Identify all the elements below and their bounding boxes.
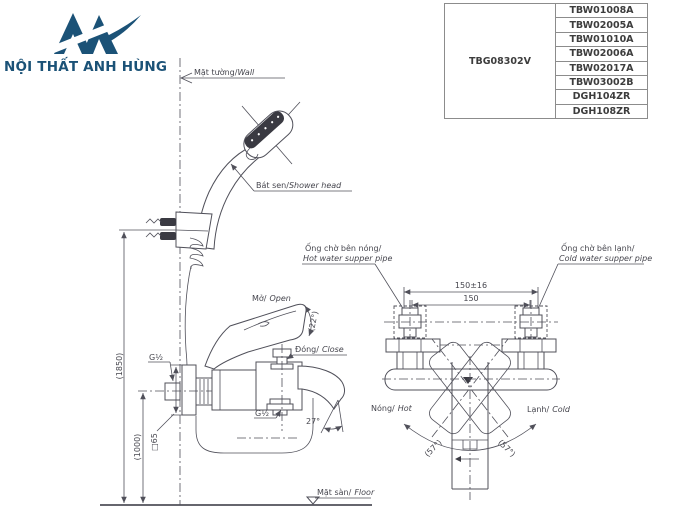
- dimension-1850: (1850): [115, 229, 176, 503]
- shower-hose: [184, 237, 204, 369]
- close-label: Đóng/Close: [286, 344, 347, 360]
- swing-angle-right: (57°): [496, 438, 517, 459]
- hot-pipe-label: Ống chờ bên nóng/Hot water supper pipe: [302, 241, 410, 319]
- svg-text:Ống chờ bên lạnh/Cold water su: Ống chờ bên lạnh/Cold water supper pipe: [559, 241, 652, 263]
- svg-text:G½: G½: [255, 409, 269, 418]
- floor-datum-icon: [305, 496, 321, 505]
- table-row: TBW01010A: [445, 31, 648, 48]
- svg-text:G½: G½: [149, 353, 163, 362]
- wall-union: [164, 382, 181, 401]
- clearance-envelope: [195, 398, 314, 454]
- dimension-plate-65: □65: [150, 364, 196, 451]
- shower-head-face: [244, 111, 285, 149]
- faucet-side-figure: [138, 303, 345, 454]
- hot-label: Nóng/Hot: [371, 403, 413, 413]
- logo-swoosh-icon: [88, 15, 141, 51]
- product-code-cell: TBW02006A: [555, 46, 648, 62]
- spray-angle-label: 27°: [306, 417, 320, 426]
- table-row: TBG08302V TBW01008A: [444, 2, 648, 119]
- product-code-cell: DGH108ZR: [555, 103, 648, 120]
- open-angle-arc: [304, 305, 314, 337]
- svg-text:150: 150: [463, 294, 478, 303]
- dimension-150: 150: [411, 294, 531, 310]
- floor-line: [100, 496, 372, 506]
- swing-arc: [403, 423, 537, 451]
- dimension-1000: (1000): [133, 393, 146, 503]
- floor-label: Mặt sàn/Floor: [315, 488, 375, 499]
- product-code-cell: TBW01010A: [555, 31, 648, 48]
- logo-mark-icon: [47, 13, 141, 55]
- dimension-150-tolerance: 150±16: [403, 281, 539, 308]
- valve-body: [211, 369, 257, 411]
- svg-text:(1000): (1000): [133, 434, 142, 461]
- open-angle-label: (22°): [307, 310, 320, 332]
- lever-handle: [204, 303, 307, 370]
- logo-peak-left-cutout: [64, 34, 82, 54]
- svg-text:Mặt sàn/Floor: Mặt sàn/Floor: [317, 488, 375, 498]
- front-view-drawing: Ống chờ bên nóng/Hot water supper pipe Ố…: [302, 241, 652, 500]
- logo: NỘI THẤT ANH HÙNG: [4, 6, 169, 75]
- table-row: TBW02006A: [445, 46, 648, 62]
- svg-text:Bát sen/Shower head: Bát sen/Shower head: [256, 181, 342, 190]
- shower-bracket: [145, 211, 213, 250]
- svg-text:Ống chờ bên nóng/Hot water sup: Ống chờ bên nóng/Hot water supper pipe: [303, 241, 392, 263]
- table-row: DGH108ZR: [445, 103, 648, 120]
- wall-thread-label: G½: [148, 353, 175, 382]
- svg-text:(1850): (1850): [115, 353, 124, 380]
- mounting-screws: [145, 218, 176, 240]
- escutcheon-plate: [181, 364, 197, 416]
- spout: [297, 365, 345, 410]
- logo-brand-text: NỘI THẤT ANH HÙNG: [4, 59, 168, 75]
- logo-peak-right-cutout: [93, 39, 106, 54]
- svg-text:□65: □65: [150, 433, 159, 451]
- eccentric-nuts: [396, 351, 545, 370]
- shower-head-label: Bát sen/Shower head: [230, 163, 352, 192]
- spray-angle: [320, 399, 344, 434]
- svg-text:150±16: 150±16: [455, 281, 487, 290]
- hose-thread-label: G½: [254, 409, 282, 419]
- mounting-plates: [385, 338, 557, 353]
- open-label: Mở/Open: [252, 293, 291, 303]
- product-code-table: TBG08302V TBW01008A TBW02005A TBW01010A …: [444, 2, 648, 120]
- svg-text:Mặt tường/Wall: Mặt tường/Wall: [194, 67, 255, 78]
- svg-text:Đóng/Close: Đóng/Close: [295, 344, 344, 354]
- side-view-drawing: Mặt tường/Wall Bát sen/: [100, 58, 375, 506]
- wall-label: Mặt tường/Wall: [180, 67, 285, 84]
- main-product-code: TBG08302V: [444, 3, 556, 119]
- hose-union: [266, 398, 294, 416]
- logo-swoosh-cut: [47, 19, 122, 55]
- knurled-nut: [195, 377, 213, 406]
- cold-label: Lạnh/Cold: [527, 405, 571, 415]
- swing-angle-left: (57°): [423, 438, 444, 459]
- cold-pipe-label: Ống chờ bên lạnh/Cold water supper pipe: [533, 241, 652, 319]
- shower-head-figure: [197, 101, 301, 250]
- shower-hang-hook: [245, 147, 259, 160]
